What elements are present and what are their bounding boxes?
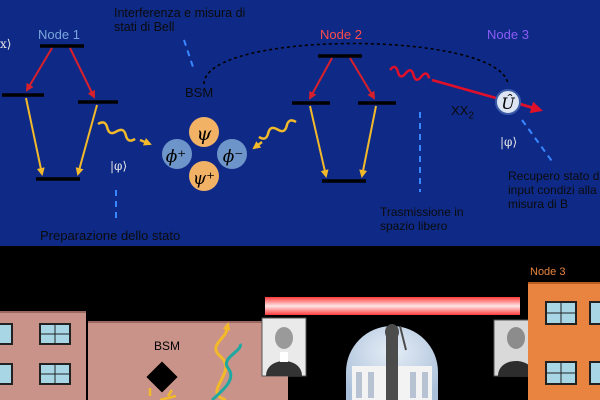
node2-decay-arrow-left <box>309 105 329 178</box>
bsm-label-top: BSM <box>185 85 214 100</box>
node3-label-bottom: Node 3 <box>530 266 566 278</box>
transmitted-photon-wave <box>389 65 431 81</box>
node1-level-diagram <box>2 44 118 181</box>
node2-level-diagram <box>292 54 396 183</box>
bsm-beamsplitter <box>146 361 178 393</box>
left-building <box>0 311 86 400</box>
transmitted-photon-line <box>431 78 497 100</box>
node1-decay-arrow-right <box>75 104 98 176</box>
bell-state-phi-plus <box>162 139 192 169</box>
central-building <box>346 324 438 400</box>
node2-excitation-arrow-left <box>309 57 333 100</box>
phi-ket-right: |φ⟩ <box>500 135 518 149</box>
callout-interference <box>183 39 195 71</box>
classical-channel-dashed <box>203 42 509 85</box>
photon-node1-to-bsm <box>97 121 152 146</box>
bsm-label-bottom: BSM <box>154 339 181 353</box>
bsm-station <box>88 321 288 400</box>
interference-label: Interferenza e misura di stati di Bell <box>114 6 246 35</box>
unitary-operator-text: Û <box>501 93 515 113</box>
node3-label: Node 3 <box>487 27 529 42</box>
bell-state-phi-minus <box>217 139 247 169</box>
xx-text: XX <box>451 103 469 118</box>
right-building <box>528 282 600 400</box>
bell-phi-plus-text: ϕ⁺ <box>166 147 187 167</box>
xx-label: XX2 <box>451 103 474 122</box>
node1-excitation-arrow-left <box>25 47 53 92</box>
laser-beam <box>265 297 520 315</box>
bell-states-cluster: ψ ϕ⁺ ϕ⁻ ψ⁺ <box>162 117 247 191</box>
portrait-left <box>261 317 307 377</box>
minerva-statue <box>386 336 398 400</box>
bell-state-psi <box>189 117 219 147</box>
bell-state-psi-plus <box>189 161 219 191</box>
node2-excitation-arrow-right <box>349 57 376 100</box>
bell-psi-plus-text: ψ⁺ <box>193 169 215 189</box>
bell-phi-minus-text: ϕ⁻ <box>223 147 244 167</box>
left-ket: x⟩ <box>0 37 12 51</box>
phi-ket-left: |φ⟩ <box>110 159 128 173</box>
node2-label: Node 2 <box>320 27 362 42</box>
output-arrow <box>519 101 543 114</box>
unitary-operator-circle <box>495 89 521 115</box>
xx-subscript: 2 <box>468 110 474 122</box>
state-prep-label: Preparazione dello stato <box>40 228 181 243</box>
node2-decay-arrow-right <box>359 105 377 178</box>
photon-node2-to-bsm <box>252 119 297 150</box>
node1-label: Node 1 <box>38 27 80 42</box>
recovery-label: Recupero stato di input condizi alla mis… <box>508 170 600 211</box>
transmission-label: Trasmissione in spazio libero <box>380 205 464 233</box>
node1-excitation-arrow-right <box>69 47 95 99</box>
bsm-fiber-teal <box>211 343 242 400</box>
callout-recovery <box>521 119 555 165</box>
bell-psi-text: ψ <box>197 123 213 145</box>
node1-decay-arrow-left <box>25 97 45 176</box>
bsm-photon-path <box>214 325 229 400</box>
